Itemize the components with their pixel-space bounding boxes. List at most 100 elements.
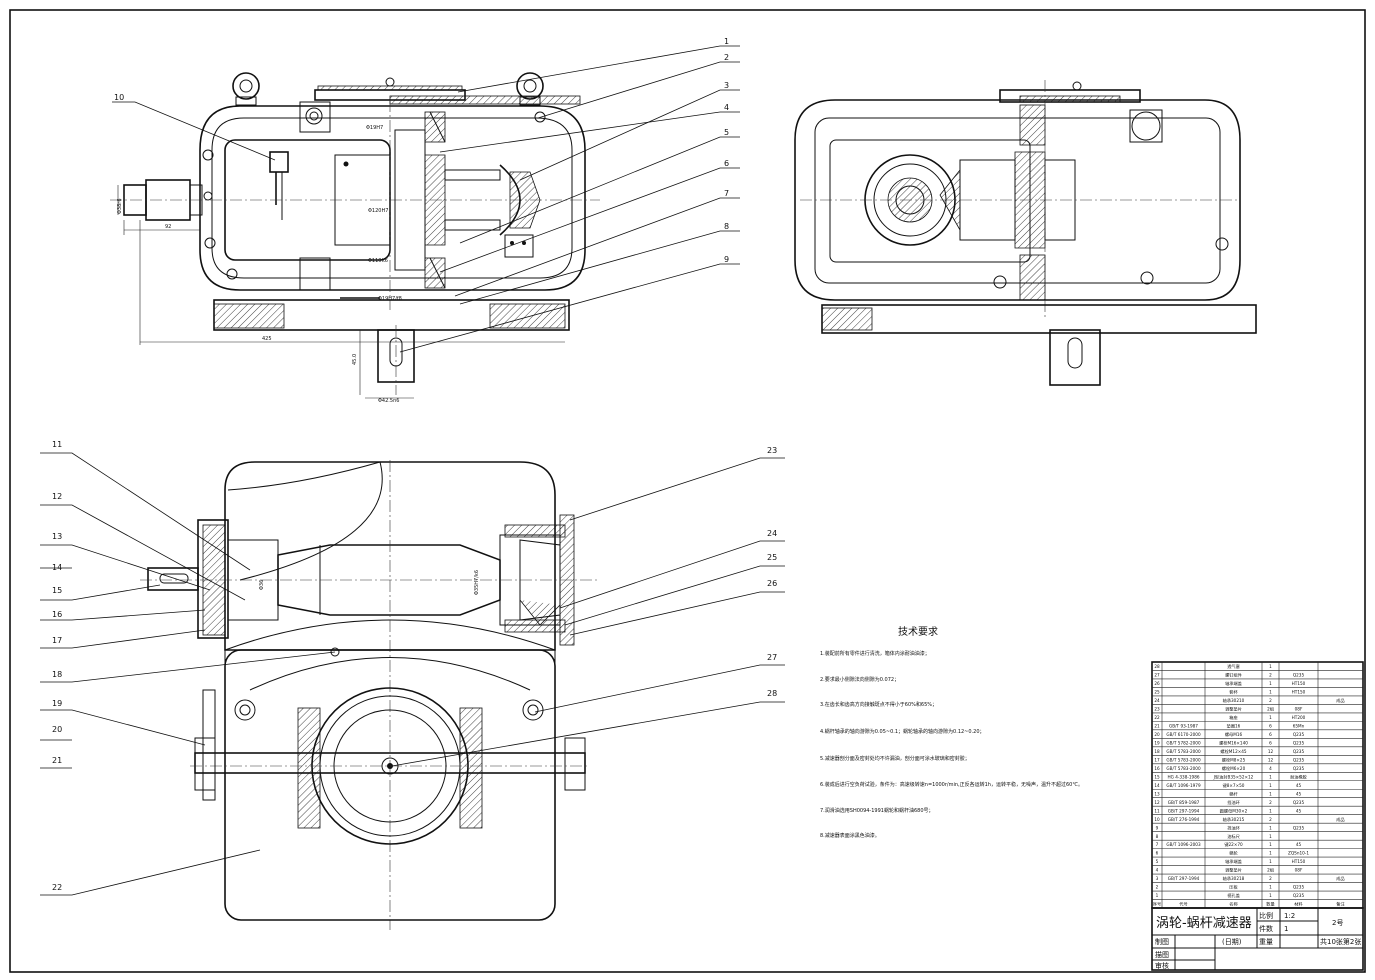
bom-cell: 蜗轮: [1229, 850, 1238, 857]
dim-label: Φ42.5n6: [378, 398, 399, 404]
dim-label: 45.0: [352, 354, 358, 365]
bom-cell: 13: [1154, 791, 1160, 796]
plan-view: [140, 460, 600, 930]
tech-item: 3.在齿长和齿高方向接触斑点不得小于60%和65%；: [820, 701, 937, 708]
bom-cell: 1: [1269, 664, 1272, 669]
bom-cell: Q235: [1293, 732, 1305, 737]
bom-cell: 成品: [1336, 697, 1344, 704]
bom-cell: 1: [1269, 885, 1272, 890]
bom-cell: 12: [1154, 800, 1160, 805]
bom-cell: GB/T 297-1994: [1168, 876, 1200, 881]
bom-cell: 19: [1154, 740, 1160, 745]
bom-cell: 1: [1269, 859, 1272, 864]
bom-cell: GB/T 1096-1979: [1166, 783, 1201, 788]
drawing-number: 2号: [1332, 919, 1343, 927]
bom-cell: ZQSn10-1: [1288, 851, 1309, 856]
bom-cell: 25: [1154, 690, 1160, 695]
tech-item: 5.减速器剖分面及密封处均不许漏油，剖分面可涂水玻璃和密封胶；: [820, 755, 970, 762]
bom-cell: 轴承端盖: [1225, 680, 1242, 687]
bom-cell: 螺栓M8×25: [1222, 756, 1246, 763]
bom-cell: 1: [1156, 893, 1159, 898]
bom-cell: 压板: [1229, 884, 1238, 891]
bom-cell: 螺栓M12×45: [1220, 748, 1246, 755]
bom-cell: 视孔盖: [1227, 892, 1240, 899]
bom-cell: 2: [1269, 673, 1272, 678]
scale-label: 比例: [1259, 911, 1273, 920]
bom-cell: 14: [1154, 783, 1160, 788]
callout-numbers: 1 2 3 4 5 6 7 8 9 10 11 12 13 14 15 16 1…: [52, 37, 777, 892]
bom-cell: 套杯: [1229, 689, 1238, 696]
callout-number: 18: [52, 670, 62, 679]
qty-value: 1: [1284, 925, 1288, 933]
bom-cell: 1: [1269, 774, 1272, 779]
bom-cell: HT150: [1292, 859, 1306, 864]
bom-header-cell: 材料: [1294, 901, 1303, 908]
bom-cell: 1: [1269, 893, 1272, 898]
bom-cell: 轴承端盖: [1225, 858, 1242, 865]
callout-number: 6: [724, 159, 729, 168]
bom-cell: GB/T 93-1987: [1169, 723, 1198, 728]
technical-requirements: 技术要求 1.装配前所有零件进行清洗，箱体内涂耐油油漆； 2.要求最小侧隙法向侧…: [820, 625, 1083, 839]
bom-cell: GB/T 6170-2000: [1166, 732, 1201, 737]
bom-cell: 5: [1156, 859, 1159, 864]
bom-cell: 26: [1154, 681, 1160, 686]
bom-cell: 65Mn: [1293, 723, 1305, 728]
callout-number: 22: [52, 883, 62, 892]
bom-cell: 20: [1154, 732, 1160, 737]
date-label: (日期): [1222, 938, 1242, 946]
bom-cell: J型油封B35×52×12: [1213, 773, 1254, 780]
bom-cell: GB/T 5782-2000: [1166, 740, 1201, 745]
leader-lines: [40, 45, 785, 896]
bom-cell: 4: [1269, 766, 1272, 771]
bom-cell: 3: [1156, 876, 1159, 881]
qty-label: 件数: [1259, 924, 1273, 933]
dim-label: Φ38r6: [117, 198, 123, 214]
tech-item: 8.减速器表面涂黑色油漆。: [820, 832, 880, 839]
bom-cell: 轴承30210: [1223, 697, 1245, 704]
bom-header-cell: 名称: [1229, 901, 1237, 908]
bom-cell: 蜗杆: [1229, 790, 1238, 797]
bom-cell: GB/T 5783-2000: [1166, 757, 1201, 762]
bom-cell: 调整垫片: [1225, 706, 1242, 713]
callout-number: 24: [767, 529, 777, 538]
callout-number: 10: [114, 93, 124, 102]
bom-cell: 成品: [1336, 816, 1344, 823]
bom-cell: 2: [1269, 817, 1272, 822]
bom-cell: 9: [1156, 825, 1159, 830]
bom-cell: GB/T 5783-2000: [1166, 766, 1201, 771]
dim-label: Φ19H7/f8: [378, 296, 402, 302]
tech-item: 2.要求最小侧隙法向侧隙为0.072；: [820, 676, 899, 683]
bom-cell: 1: [1269, 834, 1272, 839]
bom-cell: 22: [1154, 715, 1160, 720]
tech-item: 6.装成后进行空负荷试验，条件为：高速级转速n=1000r/min,正反各运转1…: [820, 781, 1083, 788]
tech-item: 4.蜗杆轴承的轴向游隙为0.05~0.1；蜗轮轴承的轴向游隙为0.12~0.20…: [820, 728, 985, 735]
dim-label: Φ36: [259, 580, 265, 590]
scale-value: 1:2: [1284, 912, 1295, 920]
bom-cell: 4: [1156, 868, 1159, 873]
bom-header-cell: 序号: [1153, 901, 1161, 908]
bom-cell: 08F: [1295, 707, 1303, 712]
bom-cell: 1: [1269, 690, 1272, 695]
bom-cell: 1: [1269, 791, 1272, 796]
bom-cell: 2组: [1267, 867, 1274, 873]
bom-cell: 耐油橡胶: [1290, 773, 1307, 780]
bom-cell: 18: [1154, 749, 1160, 754]
callout-number: 14: [52, 563, 62, 572]
bom-cell: 28: [1154, 664, 1160, 669]
bom-cell: 1: [1269, 808, 1272, 813]
callout-number: 20: [52, 725, 62, 734]
weight-label: 重量: [1259, 938, 1273, 946]
bom-cell: 轴承30215: [1223, 816, 1245, 823]
sheet-border: [9, 9, 1366, 973]
bom-cell: 45: [1296, 791, 1302, 796]
bom-header-cell: 备注: [1336, 901, 1345, 908]
bom-cell: 2组: [1267, 706, 1274, 712]
bom-cell: 12: [1268, 757, 1274, 762]
bom-cell: 45: [1296, 783, 1302, 788]
bom-cell: 1: [1269, 783, 1272, 788]
bom-cell: 6: [1269, 723, 1272, 728]
bom-cell: 12: [1268, 749, 1274, 754]
bom-cell: 2: [1269, 876, 1272, 881]
callout-number: 11: [52, 440, 62, 449]
bom-cell: 11: [1154, 808, 1160, 813]
